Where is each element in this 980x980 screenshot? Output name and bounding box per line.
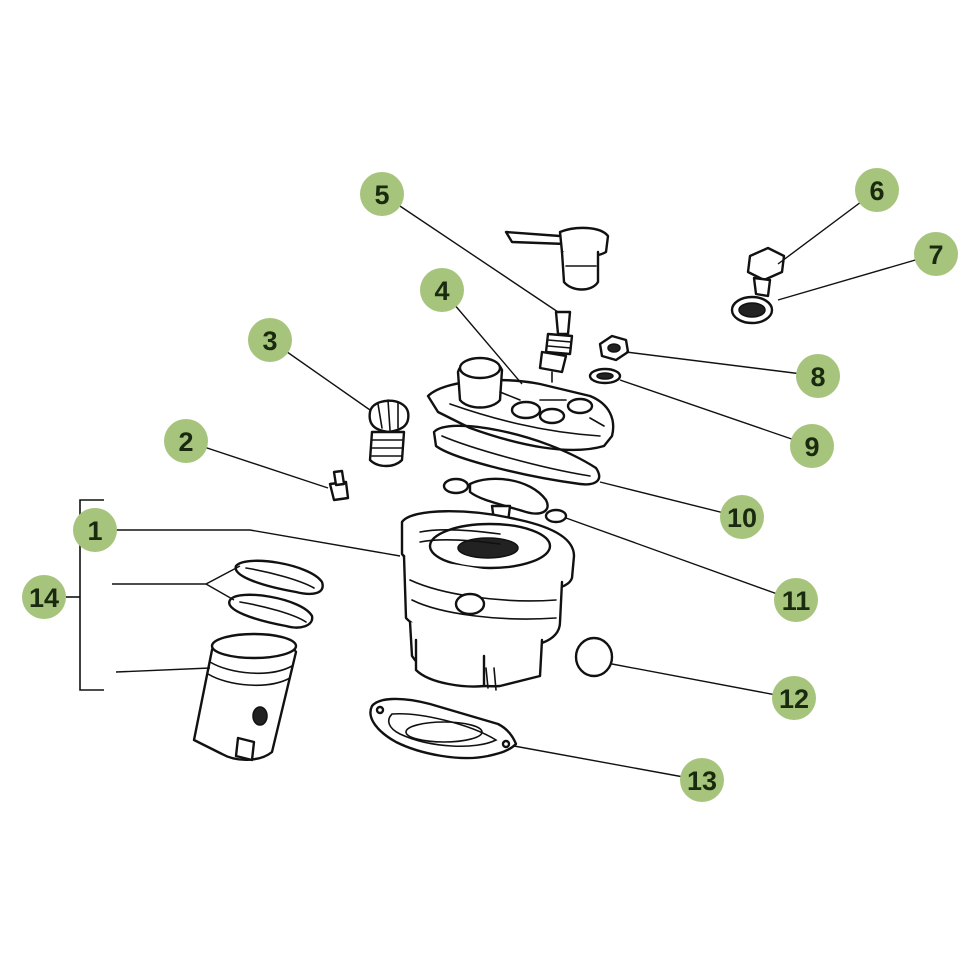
svg-text:6: 6 xyxy=(869,176,884,206)
cylinder xyxy=(400,510,576,691)
spark-plug xyxy=(538,310,574,383)
cylinder-head xyxy=(426,356,615,452)
callout-1: 1 xyxy=(73,508,117,552)
svg-text:4: 4 xyxy=(434,276,449,306)
svg-text:14: 14 xyxy=(29,583,59,613)
piston-rings xyxy=(228,559,324,629)
callout-7: 7 xyxy=(914,232,958,276)
assembly-bracket xyxy=(66,499,104,691)
callout-3: 3 xyxy=(248,318,292,362)
callout-5: 5 xyxy=(360,172,404,216)
svg-text:12: 12 xyxy=(779,684,809,714)
callout-2: 2 xyxy=(164,419,208,463)
callout-8: 8 xyxy=(796,354,840,398)
svg-text:5: 5 xyxy=(374,180,389,210)
callout-12: 12 xyxy=(772,676,816,720)
callout-14: 14 xyxy=(22,575,66,619)
svg-text:2: 2 xyxy=(178,427,193,457)
bleed-screw xyxy=(328,469,350,502)
thermostat xyxy=(368,399,410,468)
callout-6: 6 xyxy=(855,168,899,212)
callout-10: 10 xyxy=(720,495,764,539)
callout-11: 11 xyxy=(774,578,818,622)
base-gasket xyxy=(369,697,518,760)
spark-plug-cap xyxy=(504,226,610,291)
svg-text:3: 3 xyxy=(262,326,277,356)
svg-text:7: 7 xyxy=(928,240,943,270)
leader-lines xyxy=(97,189,937,781)
callout-9: 9 xyxy=(790,424,834,468)
head-o-ring xyxy=(432,424,601,486)
o-ring xyxy=(574,636,614,678)
callout-4: 4 xyxy=(420,268,464,312)
nut xyxy=(598,334,630,362)
svg-text:9: 9 xyxy=(804,432,819,462)
svg-text:1: 1 xyxy=(87,516,102,546)
svg-text:11: 11 xyxy=(782,586,811,616)
svg-text:13: 13 xyxy=(687,766,717,796)
sealing-washer xyxy=(730,295,774,325)
washer xyxy=(588,367,622,385)
svg-text:10: 10 xyxy=(727,503,757,533)
svg-text:8: 8 xyxy=(810,362,825,392)
bolt xyxy=(746,246,786,298)
piston xyxy=(192,632,298,762)
callout-13: 13 xyxy=(680,758,724,802)
